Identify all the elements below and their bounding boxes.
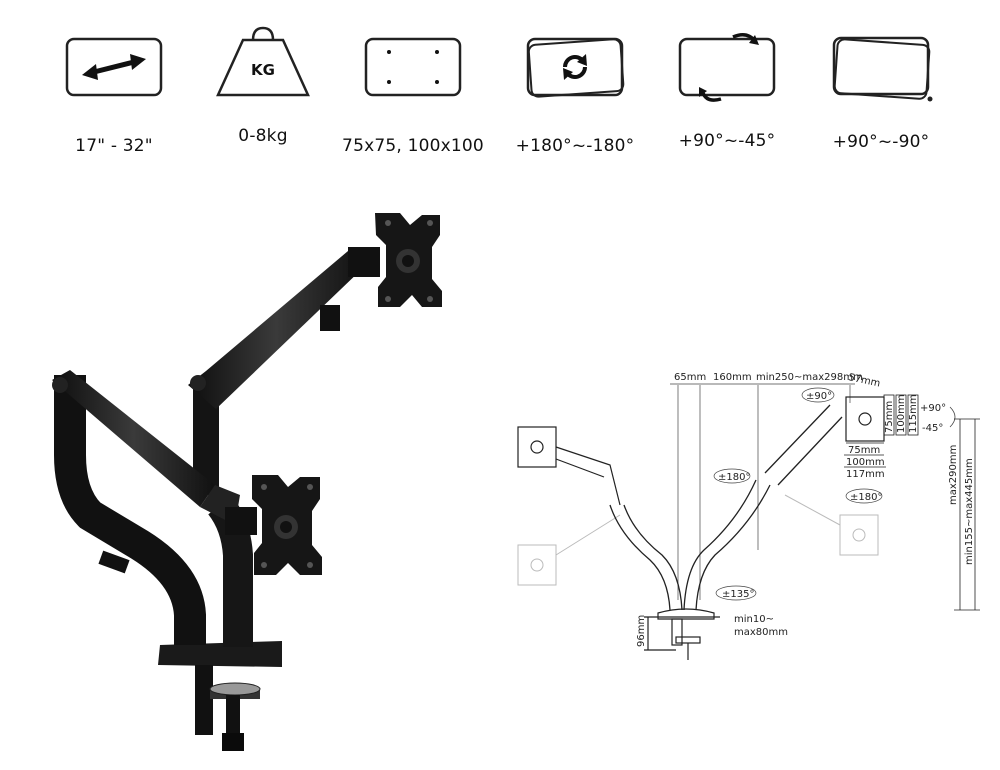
dim-vesa-75-h: 75mm <box>848 445 880 456</box>
feature-tilt: +90°~-90° <box>806 36 956 152</box>
vesa-pattern-icon <box>364 37 462 97</box>
feature-swivel: +90°~-45° <box>652 33 802 151</box>
guide-lines <box>670 383 855 600</box>
lower-vesa-plate <box>225 475 322 575</box>
dim-height-range: min155~max445mm <box>964 458 975 565</box>
dimension-diagram: 65mm 160mm min250~max298mm 57mm <box>517 372 980 660</box>
angle-tilt-up: +90° <box>920 403 946 414</box>
feature-weight-label: 0-8kg <box>238 126 288 146</box>
dim-max-height: max290mm <box>948 445 959 505</box>
left-vesa-outline <box>517 426 621 506</box>
right-vesa-outline <box>845 396 885 442</box>
upper-arm <box>188 247 380 409</box>
dim-57mm: 57mm <box>847 372 881 389</box>
tilt-icon <box>832 36 933 102</box>
feature-size: 17" - 32" <box>39 36 189 156</box>
angle-right: ±180° <box>850 492 882 503</box>
feature-swivel-label: +90°~-45° <box>678 131 776 151</box>
monitor-arm-photo <box>52 213 442 751</box>
dim-clamp-max: max80mm <box>734 627 788 638</box>
desk-clamp <box>158 641 282 751</box>
dim-vesa-100-h: 100mm <box>846 457 885 468</box>
dim-arm-length: min250~max298mm <box>756 372 863 383</box>
angle-top: ±90° <box>806 391 832 402</box>
weight-icon-text: KG <box>251 61 275 79</box>
diagram-clamp <box>644 608 720 660</box>
feature-size-label: 17" - 32" <box>75 136 153 156</box>
faded-arm-positions <box>517 494 879 586</box>
angle-base: ±135° <box>722 589 754 600</box>
angle-tilt-down: -45° <box>922 423 943 434</box>
feature-vesa: 75x75, 100x100 <box>338 36 488 156</box>
dim-vesa-115-v: 115mm <box>908 394 919 433</box>
feature-weight: KG 0-8kg <box>188 26 338 146</box>
dim-65mm: 65mm <box>674 372 706 383</box>
feature-rotation-label: +180°~-180° <box>515 136 635 156</box>
feature-vesa-label: 75x75, 100x100 <box>342 136 484 156</box>
feature-rotation: +180°~-180° <box>500 36 650 156</box>
dim-vesa-117-h: 117mm <box>846 469 885 480</box>
double-arrow-icon <box>65 37 163 97</box>
weight-icon: KG <box>216 26 310 97</box>
dim-clamp-height: 96mm <box>636 615 647 647</box>
rotate-icon <box>526 37 625 98</box>
diagram-columns <box>609 404 843 611</box>
dim-vesa-100-v: 100mm <box>896 394 907 433</box>
dim-vesa-75-v: 75mm <box>884 401 895 433</box>
feature-tilt-label: +90°~-90° <box>832 132 930 152</box>
dim-clamp-min: min10~ <box>734 614 774 625</box>
dim-160mm: 160mm <box>713 372 752 383</box>
angle-middle: ±180° <box>718 472 750 483</box>
upper-vesa-plate <box>375 213 442 307</box>
swivel-icon <box>678 33 776 102</box>
